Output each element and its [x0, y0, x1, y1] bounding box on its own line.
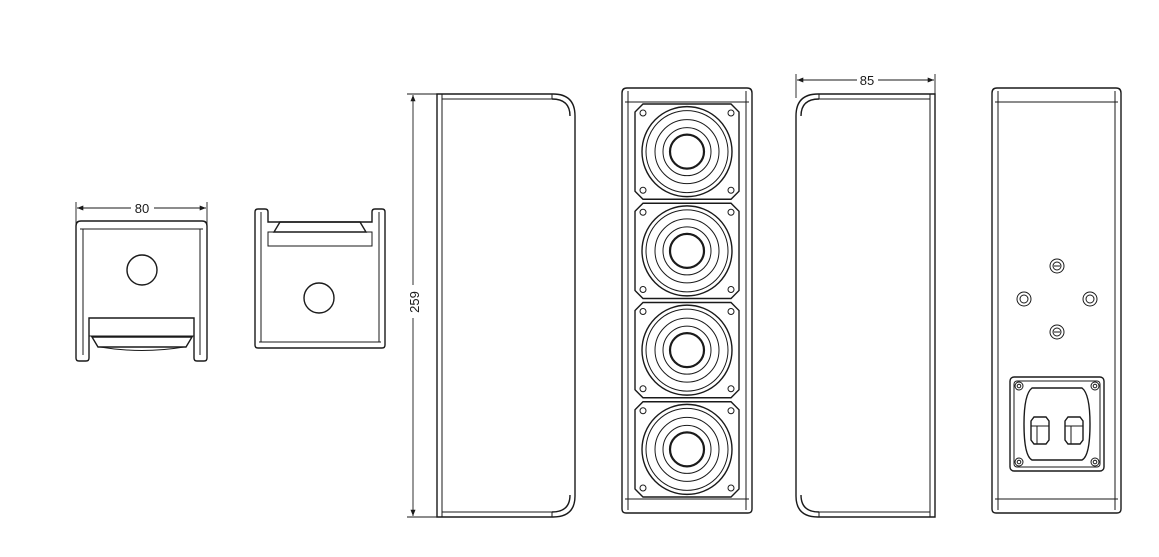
driver-cone-outer [645, 407, 729, 491]
width-dimension-label: 80 [135, 201, 149, 216]
mounting-insert-icon [1049, 324, 1065, 340]
driver-cone [654, 218, 720, 284]
mounting-screw-icon [639, 484, 647, 492]
driver-frame [634, 202, 740, 300]
driver-surround [641, 205, 733, 297]
driver-surround [641, 403, 733, 496]
side-view-right: 85 [795, 73, 936, 518]
dust-cap-icon [668, 232, 706, 269]
speaker-terminal-icon [1064, 416, 1084, 445]
dust-cap-icon [668, 133, 706, 170]
mounting-screw-icon [727, 484, 735, 492]
cable-hole-icon [303, 282, 335, 314]
mounting-screw-icon [727, 385, 735, 393]
driver-cone-inner [662, 325, 712, 375]
driver-cone [654, 317, 720, 383]
mounting-screw-icon [727, 286, 735, 293]
rear-view [991, 87, 1122, 514]
driver-frame [634, 301, 740, 399]
mounting-screw-icon [639, 208, 647, 216]
driver-cone-outer [645, 209, 729, 293]
mounting-insert-icon [1049, 258, 1065, 274]
woofer-driver [634, 103, 740, 200]
woofer-driver [634, 401, 740, 498]
driver-cone-outer [645, 110, 729, 194]
driver-cone-outer [645, 308, 729, 392]
mounting-screw-icon [639, 308, 647, 315]
mounting-screw-icon [727, 208, 735, 216]
mounting-screw-icon [727, 407, 735, 415]
depth-dimension-label: 85 [860, 73, 874, 88]
driver-cone-inner [662, 226, 712, 276]
depth-dimension: 85 [795, 73, 936, 98]
driver-array [634, 103, 740, 498]
cable-hole-icon [126, 254, 158, 286]
woofer-driver [634, 202, 740, 300]
terminal-plate [1009, 376, 1105, 472]
driver-cone-inner [662, 127, 712, 177]
woofer-driver [634, 301, 740, 399]
dust-cap-icon [668, 431, 706, 468]
mounting-screw-icon [639, 186, 647, 194]
mounting-screw-icon [639, 385, 647, 393]
driver-surround [641, 105, 733, 198]
mounting-screw-icon [727, 109, 735, 117]
driver-frame [634, 103, 740, 200]
width-dimension: 80 [75, 201, 208, 226]
driver-frame [634, 401, 740, 498]
speaker-terminal-icon [1030, 416, 1050, 445]
mounting-screw-icon [727, 308, 735, 315]
driver-cone [654, 119, 720, 185]
mounting-insert-icon [1016, 291, 1032, 307]
dust-cap-icon [668, 332, 706, 369]
mounting-screw-icon [727, 186, 735, 194]
bottom-view [254, 208, 386, 349]
mounting-screw-icon [639, 109, 647, 117]
driver-cone-inner [662, 424, 712, 474]
mounting-screw-icon [639, 407, 647, 415]
driver-cone [654, 416, 720, 482]
mounting-insert-icon [1082, 291, 1098, 307]
mounting-screw-icon [639, 286, 647, 293]
height-dimension-label: 259 [407, 291, 422, 313]
height-dimension: 259 [407, 93, 437, 518]
side-view-left [436, 93, 576, 518]
driver-surround [641, 304, 733, 396]
front-view [621, 87, 753, 514]
top-view: 80 [75, 201, 208, 362]
